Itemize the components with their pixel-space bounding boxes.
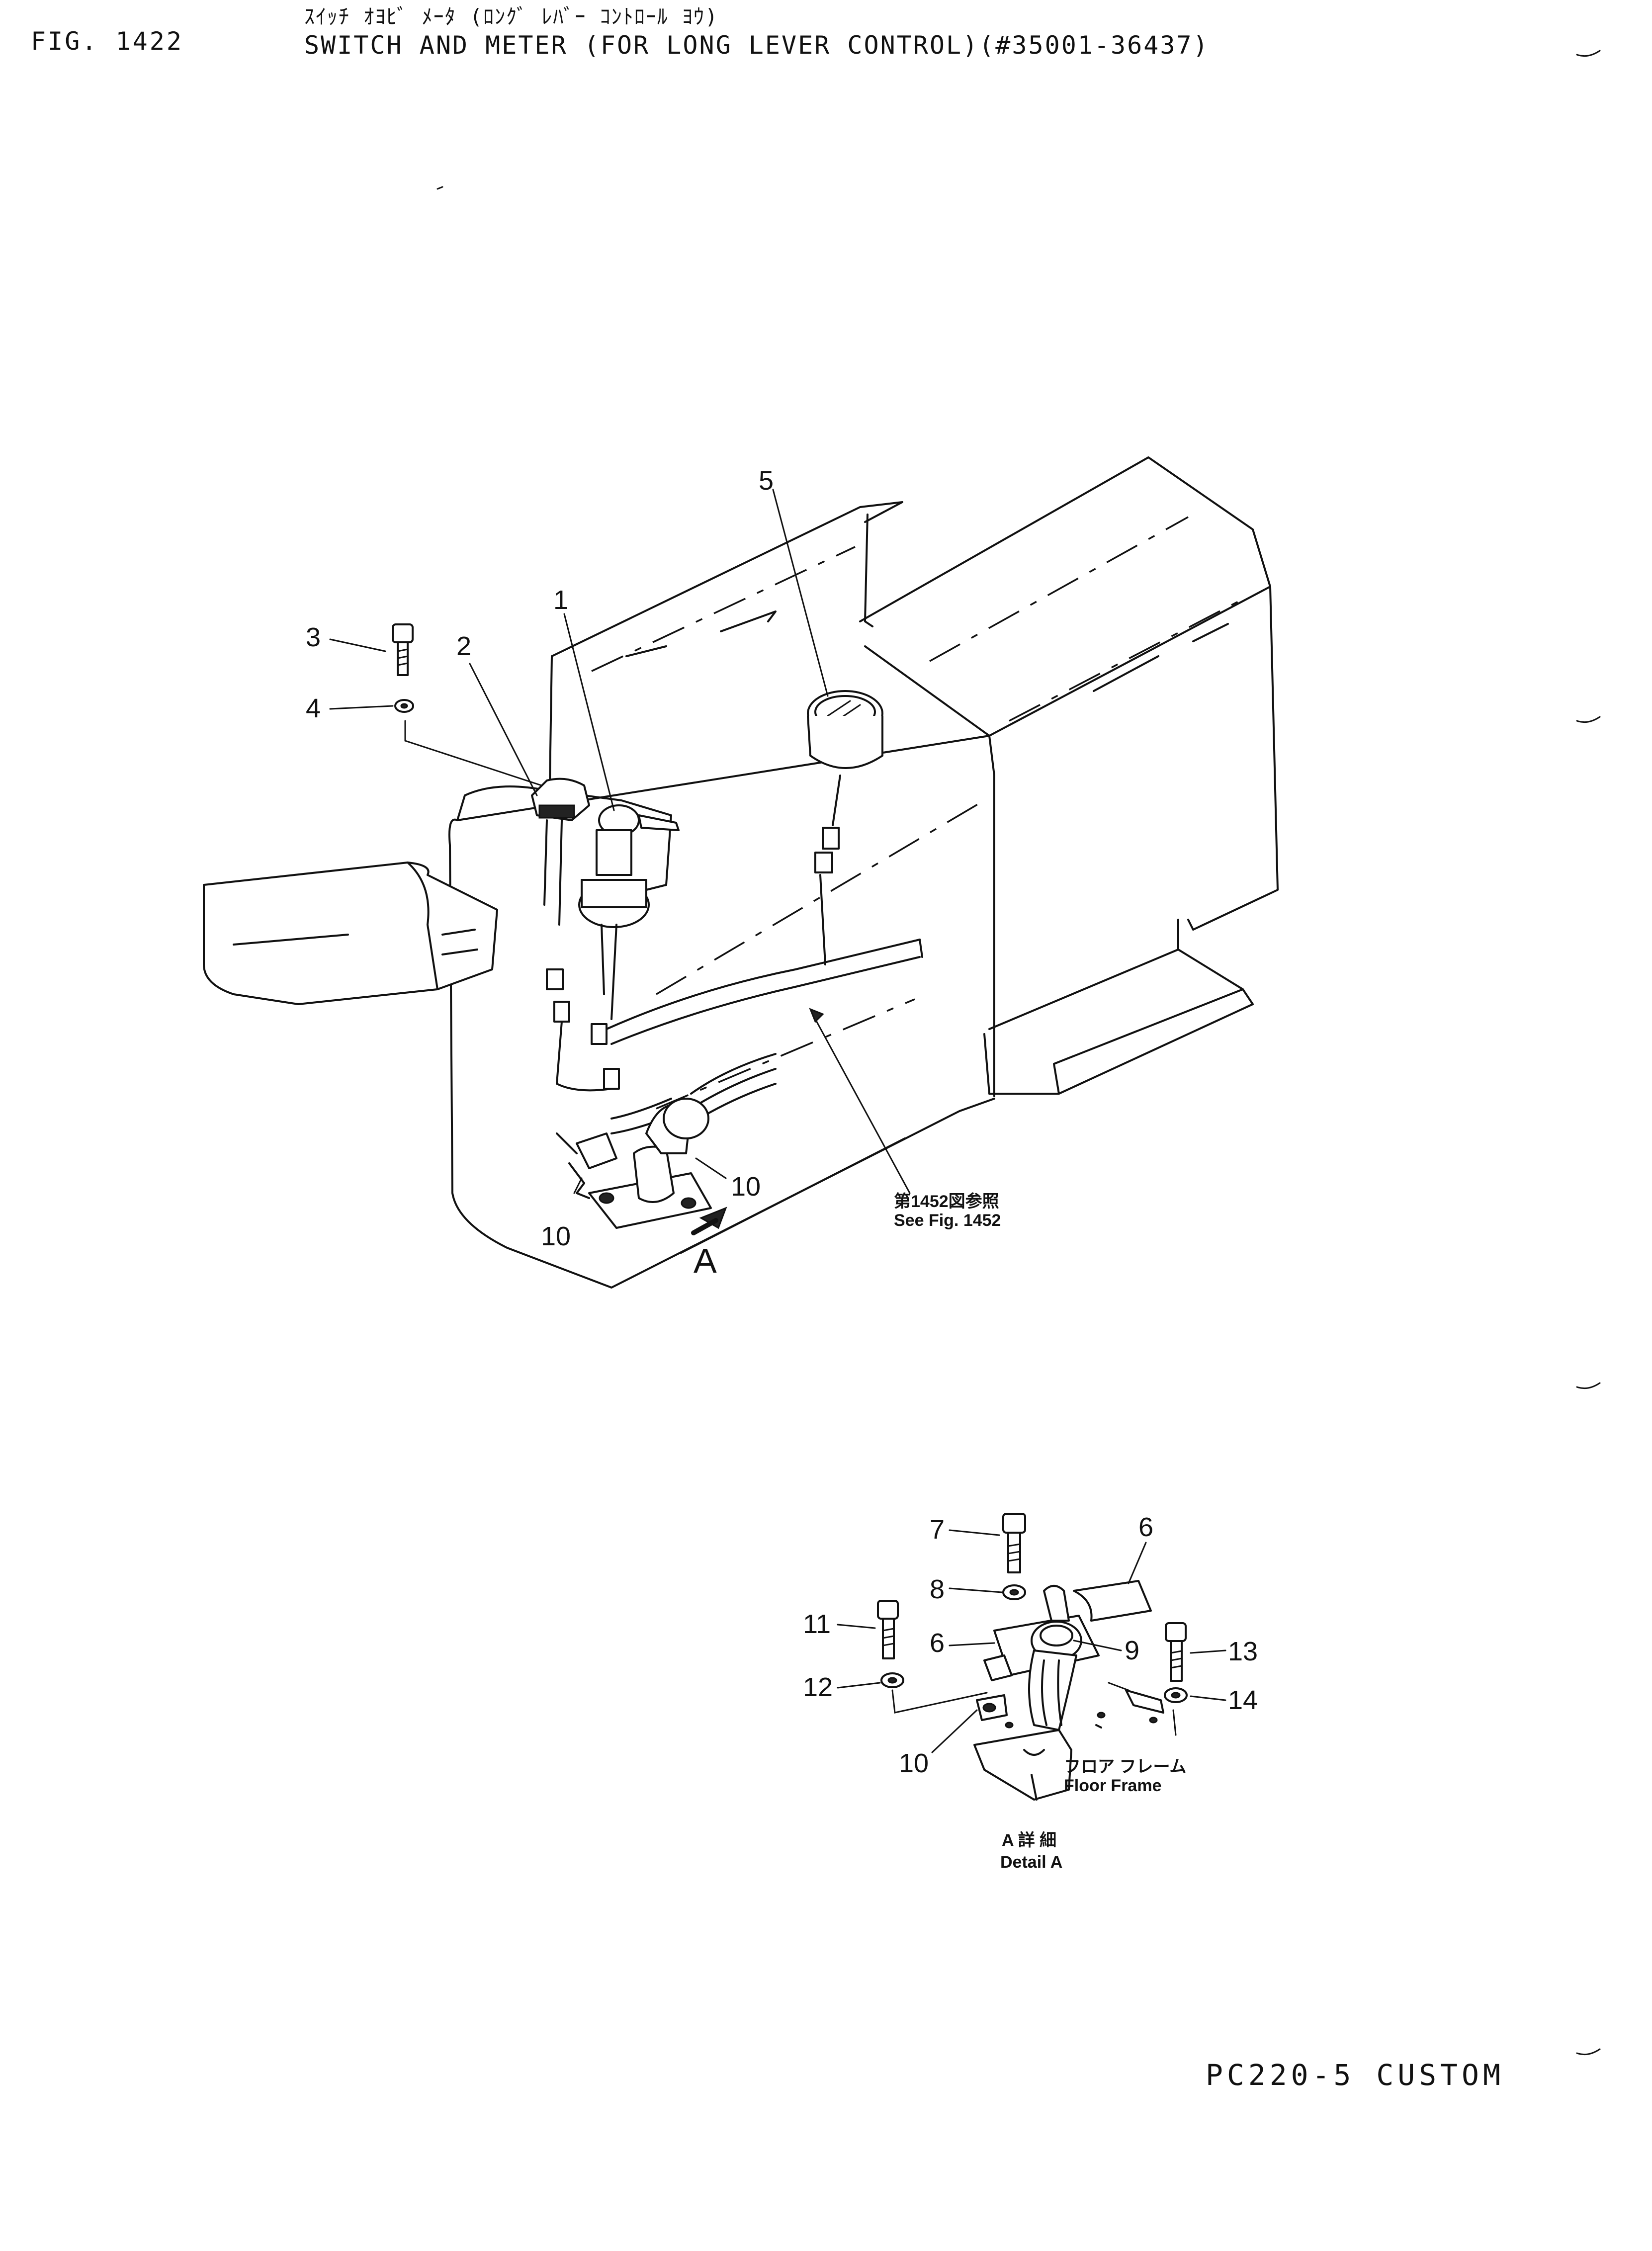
- title-english: SWITCH AND METER (FOR LONG LEVER CONTROL…: [304, 31, 1210, 60]
- detail-callouts: 7 6 8 11 6 9 13 12 14 10 フロア フレーム Floor …: [803, 1512, 1258, 1872]
- callout-10-left: 10: [541, 1221, 571, 1251]
- model-label: PC220-5 CUSTOM: [1206, 2058, 1504, 2092]
- main-assembly-drawing: [203, 456, 1279, 1289]
- main-callouts: 3 4 2 1 5 10 10 A 第1452図参照 See Fig. 1452: [306, 466, 1001, 1280]
- callout-3: 3: [306, 622, 321, 652]
- detail-callout-13: 13: [1228, 1637, 1258, 1666]
- detail-callout-10: 10: [899, 1748, 929, 1778]
- reference-english: See Fig. 1452: [894, 1211, 1001, 1230]
- detail-callout-6-top: 6: [1138, 1512, 1153, 1542]
- title-japanese: ｽｲｯﾁ ｵﾖﾋﾞ ﾒｰﾀ (ﾛﾝｸﾞ ﾚﾊﾞｰ ｺﾝﾄﾛｰﾙ ﾖｳ): [304, 4, 719, 29]
- detail-callout-12: 12: [803, 1672, 833, 1702]
- detail-leader-lines: [837, 1529, 1226, 1753]
- reference-japanese: 第1452図参照: [894, 1192, 999, 1211]
- callout-5: 5: [759, 466, 774, 496]
- callout-2: 2: [456, 631, 471, 661]
- floor-frame-english: Floor Frame: [1064, 1776, 1161, 1795]
- main-view-parts: [392, 623, 883, 1229]
- detail-callout-8: 8: [930, 1574, 945, 1604]
- callout-1: 1: [553, 585, 568, 615]
- detail-a-drawing: [877, 1513, 1188, 1801]
- main-leader-lines: [329, 489, 911, 1235]
- view-marker-a: A: [694, 1241, 717, 1280]
- detail-callout-7: 7: [930, 1515, 945, 1545]
- figure-number: FIG. 1422: [31, 27, 183, 56]
- callout-4: 4: [306, 693, 321, 723]
- detail-callout-6: 6: [930, 1628, 945, 1658]
- detail-callout-9: 9: [1125, 1636, 1139, 1665]
- detail-a-caption-english: Detail A: [1000, 1853, 1062, 1872]
- callout-10-right: 10: [731, 1172, 761, 1202]
- detail-a-caption-japanese: A 詳 細: [1002, 1831, 1056, 1850]
- detail-callout-14: 14: [1228, 1685, 1258, 1715]
- detail-callout-11: 11: [803, 1609, 831, 1639]
- floor-frame-japanese: フロア フレーム: [1064, 1757, 1186, 1776]
- margin-marks: [436, 50, 1601, 2056]
